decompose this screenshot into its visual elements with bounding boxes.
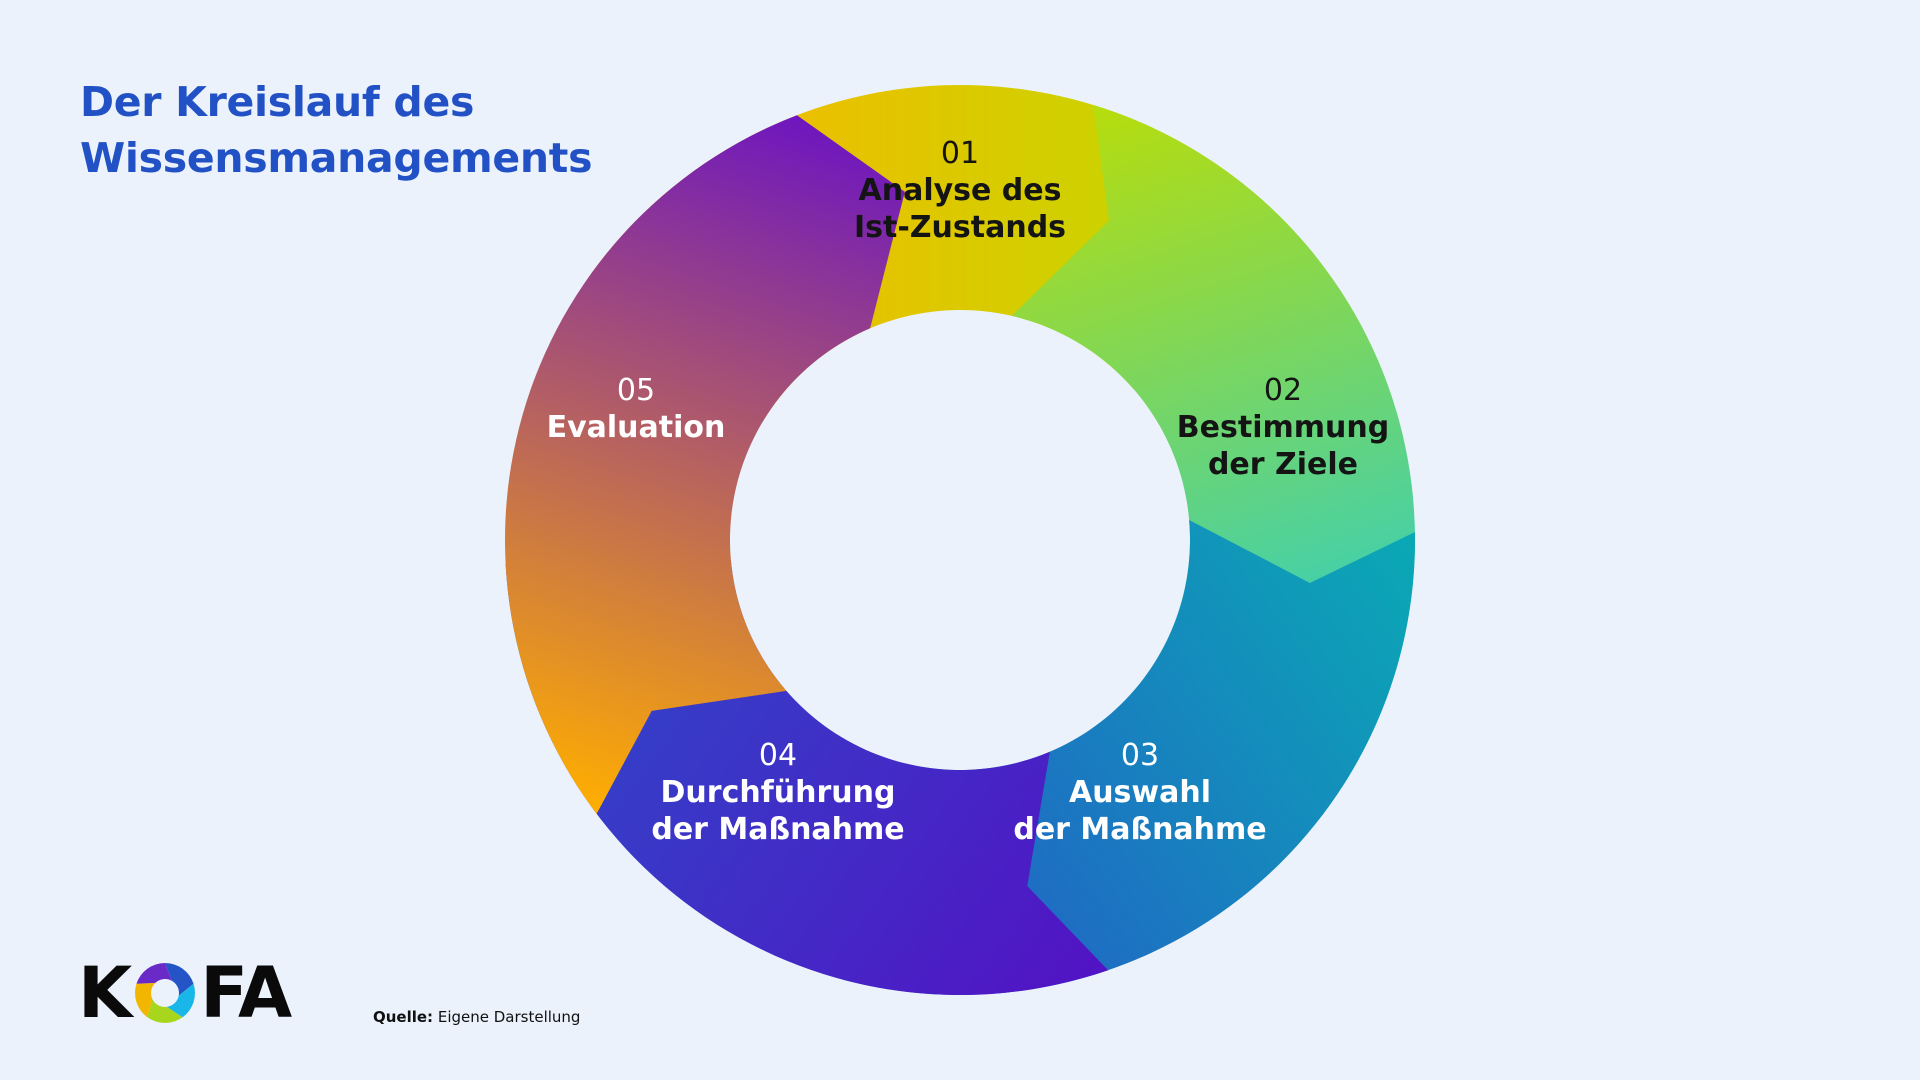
page-title: Der Kreislauf des Wissensmanagements	[80, 74, 593, 186]
source-label: Quelle:	[373, 1008, 434, 1026]
logo-ring-icon	[135, 963, 196, 1023]
logo-ring-segment	[165, 963, 194, 996]
step-label-01-line-1: Analyse des	[859, 173, 1062, 208]
logo-ring-segment	[147, 998, 183, 1023]
step-number-01: 01	[941, 136, 979, 171]
logo-ring-segment	[135, 982, 156, 1018]
step-label-02-line-1: Bestimmung	[1177, 410, 1389, 445]
cycle-segment-05	[505, 115, 905, 814]
title-line-1: Der Kreislauf des	[80, 78, 475, 126]
title-line-2: Wissensmanagements	[80, 134, 593, 182]
step-number-02: 02	[1264, 373, 1302, 408]
logo-letter-k: K	[78, 952, 132, 1034]
step-label-03-line-2: der Maßnahme	[1013, 812, 1266, 847]
logo-ring-segment	[136, 963, 172, 984]
step-label-04-line-1: Durchführung	[661, 775, 896, 810]
logo-ring-segment	[167, 983, 196, 1018]
step-label-04-line-2: der Maßnahme	[651, 812, 904, 847]
source-text: Eigene Darstellung	[437, 1008, 581, 1026]
step-number-03: 03	[1121, 738, 1159, 773]
source-note: Quelle: Eigene Darstellung	[373, 1008, 580, 1026]
step-label-05-line-1: Evaluation	[547, 410, 726, 445]
step-label-02-line-2: der Ziele	[1208, 447, 1358, 482]
logo-letters-fa: FA	[200, 952, 292, 1034]
step-label-03-line-1: Auswahl	[1069, 775, 1211, 810]
kofa-logo: K FA	[78, 952, 292, 1034]
step-label-01-line-2: Ist-Zustands	[854, 210, 1066, 245]
step-number-05: 05	[617, 373, 655, 408]
step-number-04: 04	[759, 738, 797, 773]
